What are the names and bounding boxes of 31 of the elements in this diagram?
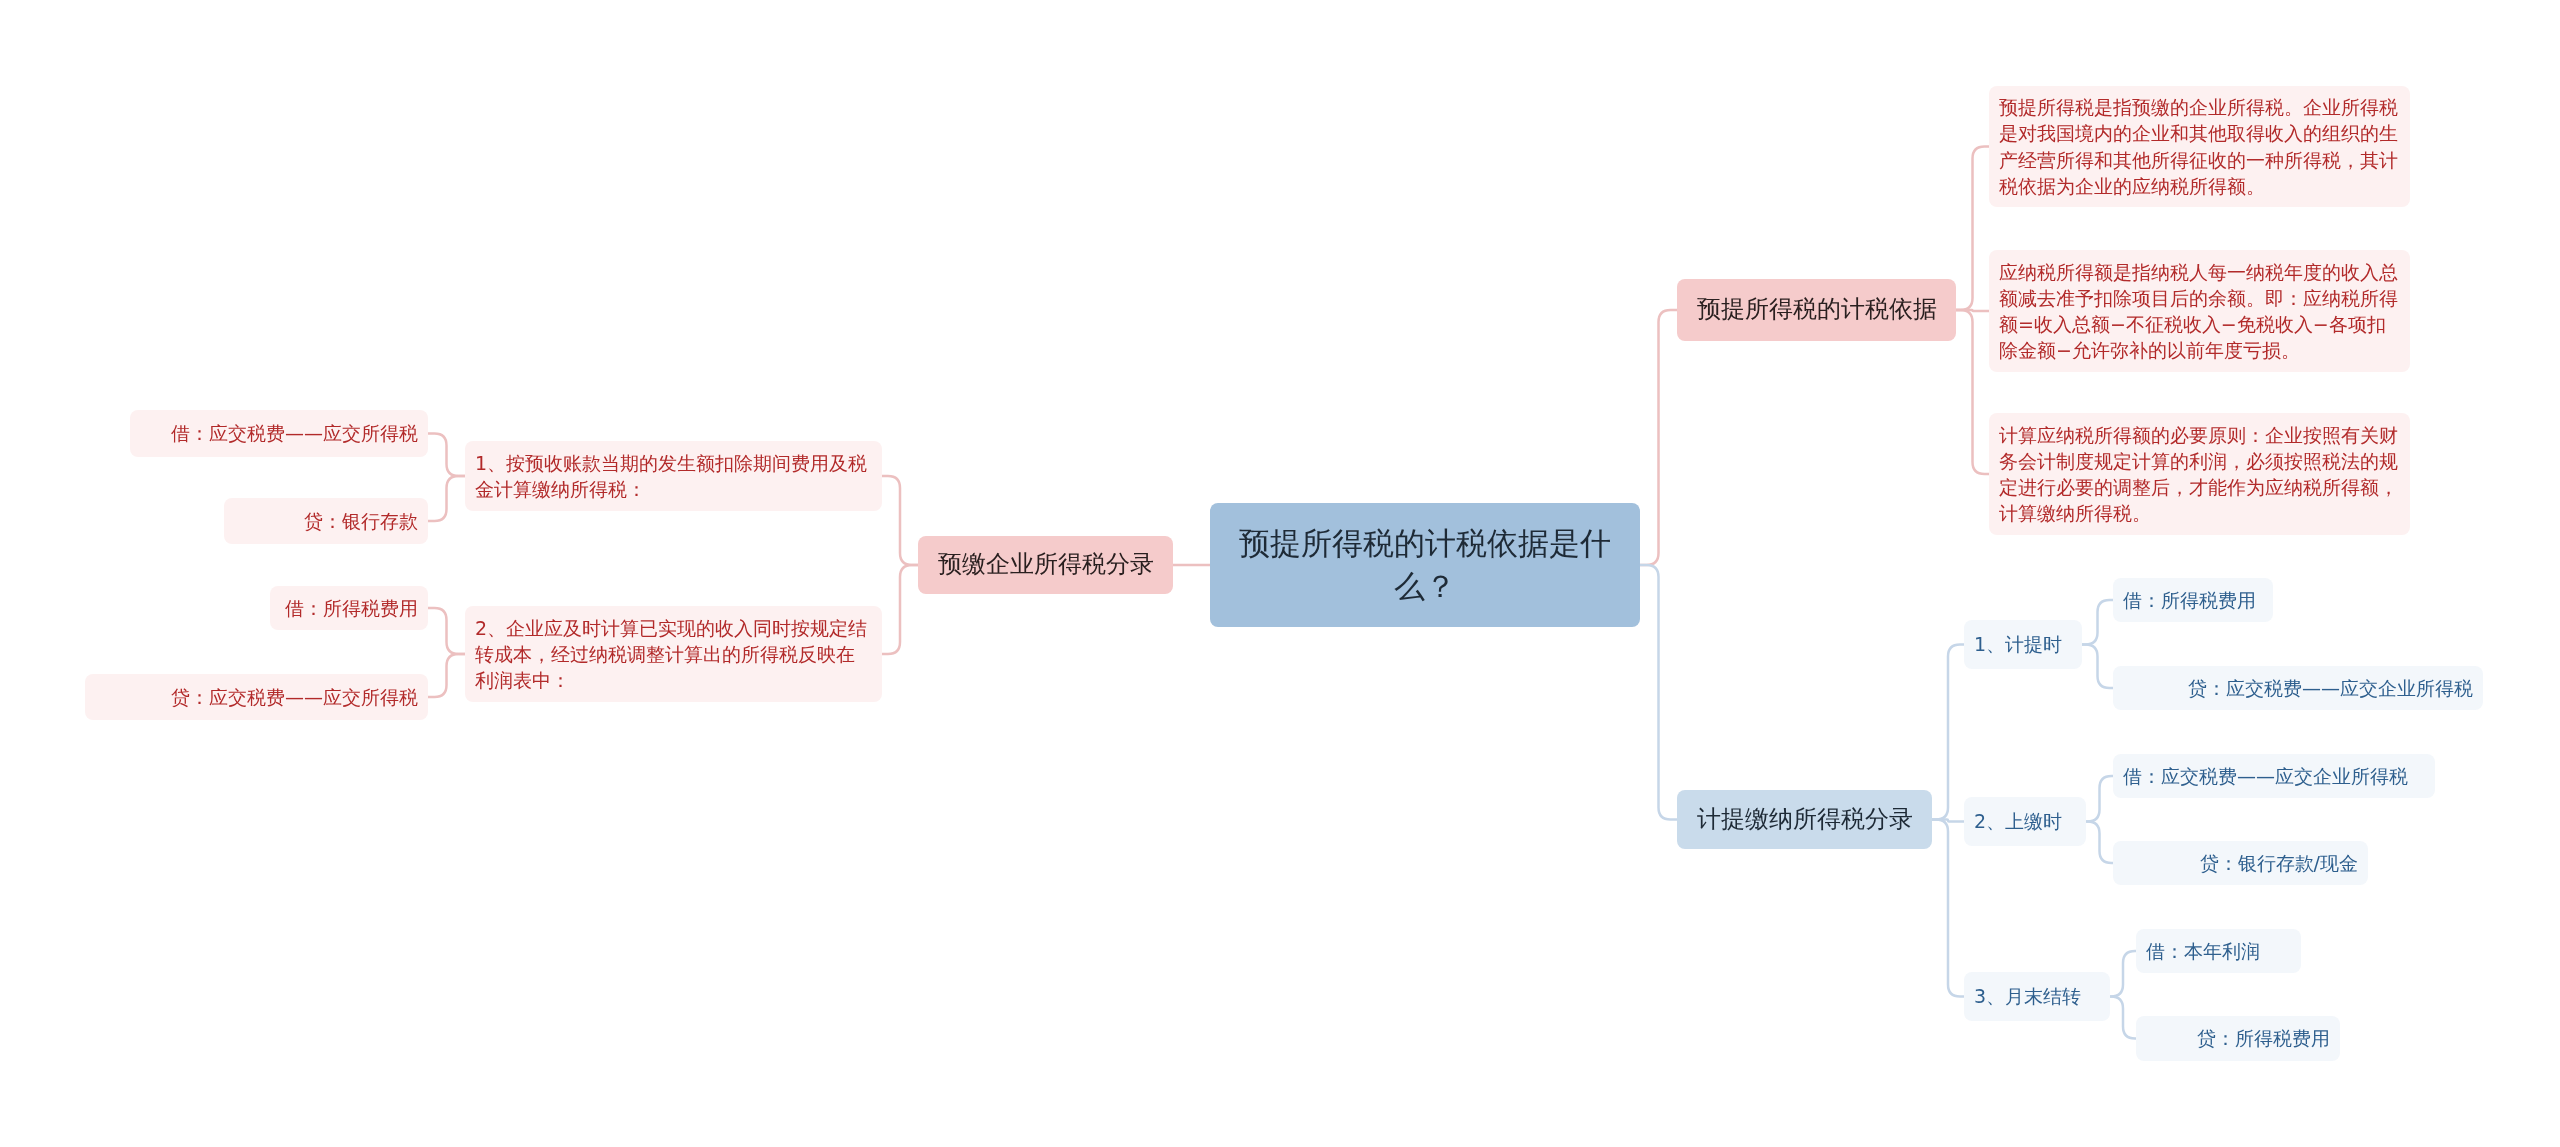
connector-line (1173, 563, 1210, 567)
subtopic: 2、企业应及时计算已实现的收入同时按规定结转成本，经过纳税调整计算出的所得税反映在利润表中： (465, 606, 882, 702)
subtopic: 借：应交税费——应交企业所得税 (2113, 754, 2435, 798)
connector-line (1640, 563, 1677, 821)
subtopic: 应纳税所得额是指纳税人每一纳税年度的收入总额减去准予扣除项目后的余额。即：应纳税所得额=收入总额−不征税收入−免税收入−各项扣除金额−允许弥补的以前年度亏损。 (1989, 250, 2410, 372)
connector-line (428, 652, 465, 699)
connector-line (428, 474, 465, 523)
connector-line (1956, 308, 1989, 476)
subtopic: 贷：所得税费用 (2136, 1016, 2340, 1061)
subtopic: 预提所得税是指预缴的企业所得税。企业所得税是对我国境内的企业和其他取得收入的组织的生产经营所得和其他所得征收的一种所得税，其计税依据为企业的应纳税所得额。 (1989, 86, 2410, 207)
subtopic: 借：所得税费用 (270, 586, 428, 630)
subtopic: 1、按预收账款当期的发生额扣除期间费用及税金计算缴纳所得税： (465, 441, 882, 511)
central-topic: 预提所得税的计税依据是什么？ (1210, 503, 1640, 627)
branch-topic: 预提所得税的计税依据 (1677, 279, 1956, 341)
subtopic: 贷：银行存款/现金 (2113, 841, 2368, 885)
branch-topic: 预缴企业所得税分录 (918, 536, 1173, 594)
connector-line (2085, 820, 2114, 865)
subtopic: 贷：应交税费——应交所得税 (85, 674, 428, 720)
subtopic: 贷：应交税费——应交企业所得税 (2113, 666, 2483, 710)
subtopic: 2、上缴时 (1964, 797, 2086, 846)
subtopic: 贷：银行存款 (224, 498, 428, 544)
branch-topic: 计提缴纳所得税分录 (1677, 790, 1932, 849)
connector-line (2109, 995, 2137, 1040)
subtopic: 1、计提时 (1964, 620, 2082, 669)
subtopic: 3、月末结转 (1964, 972, 2110, 1021)
subtopic: 计算应纳税所得额的必要原则：企业按照有关财务会计制度规定计算的利润，必须按照税法的规定进行必要的调整后，才能作为应纳税所得额，计算缴纳所得税。 (1989, 413, 2410, 535)
subtopic: 借：所得税费用 (2113, 578, 2273, 622)
subtopic: 借：应交税费——应交所得税 (130, 410, 428, 457)
subtopic: 借：本年利润 (2136, 929, 2301, 973)
connector-line (882, 563, 918, 656)
connector-line (2082, 643, 2113, 690)
